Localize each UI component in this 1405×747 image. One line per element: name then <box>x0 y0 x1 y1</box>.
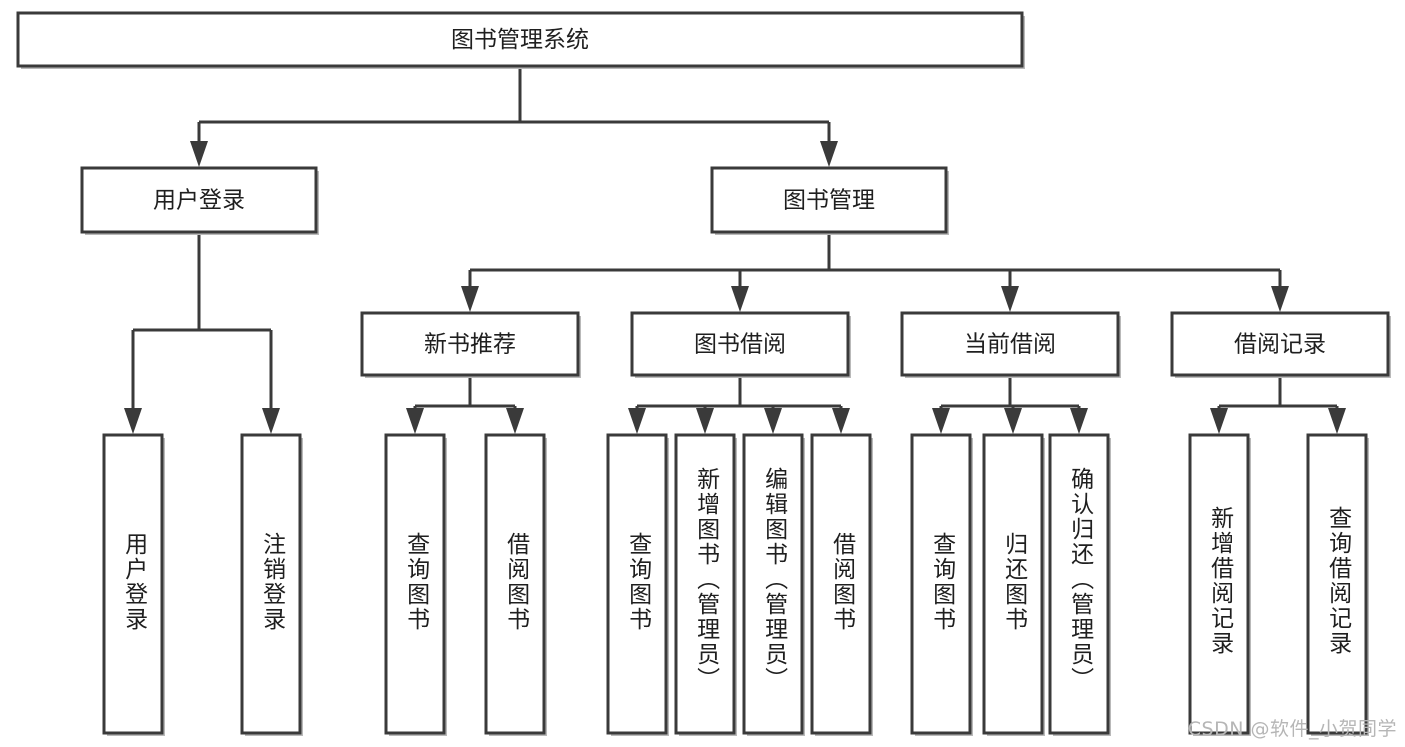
arrow-head <box>1328 408 1346 434</box>
arrow-head <box>124 408 142 434</box>
node-leaf-edit-book-admin[interactable] <box>742 433 805 736</box>
arrow-head <box>1210 408 1228 434</box>
node-label-book-manage: 图书管理 <box>783 188 875 214</box>
connector-layer <box>124 66 1346 434</box>
connector-user-login <box>124 232 280 434</box>
arrow-head <box>1001 286 1019 312</box>
node-leaf-confirm-return-admin[interactable] <box>1048 433 1111 736</box>
node-borrow-record[interactable]: 借阅记录 <box>1170 311 1391 378</box>
node-leaf-borrow-book[interactable] <box>810 433 873 736</box>
arrow-head <box>731 286 749 312</box>
node-leaf-query-book-borrow[interactable] <box>606 433 669 736</box>
arrow-head <box>1271 286 1289 312</box>
node-leaf-logout[interactable] <box>240 433 303 736</box>
node-leaf-query-book-rec[interactable] <box>384 433 447 736</box>
connector-new-book-recommend <box>406 375 524 434</box>
arrow-head <box>506 408 524 434</box>
node-leaf-add-book-admin[interactable] <box>674 433 737 736</box>
node-leaf-add-borrow-record[interactable] <box>1188 433 1251 736</box>
connector-borrow-record <box>1210 375 1346 434</box>
node-label-root: 图书管理系统 <box>451 27 589 53</box>
node-root[interactable]: 图书管理系统 <box>16 11 1025 69</box>
connector-current-borrow <box>932 375 1088 434</box>
watermark: CSDN @软件_小贺同学 <box>1187 718 1397 740</box>
node-leaf-return-book[interactable] <box>982 433 1045 736</box>
arrow-head <box>764 408 782 434</box>
node-label-user-login: 用户登录 <box>153 188 245 214</box>
node-leaf-borrow-book-rec[interactable] <box>484 433 547 736</box>
arrow-head <box>696 408 714 434</box>
connector-root <box>190 66 838 167</box>
arrow-head <box>1070 408 1088 434</box>
node-label-book-borrow: 图书借阅 <box>694 332 786 358</box>
node-label-new-book-recommend: 新书推荐 <box>424 332 516 358</box>
arrow-head <box>932 408 950 434</box>
node-current-borrow[interactable]: 当前借阅 <box>900 311 1121 378</box>
node-book-manage[interactable]: 图书管理 <box>710 166 949 235</box>
arrow-head <box>628 408 646 434</box>
arrow-head <box>262 408 280 434</box>
arrow-head <box>406 408 424 434</box>
node-leaf-query-borrow-record[interactable] <box>1306 433 1369 736</box>
arrow-head <box>190 141 208 167</box>
arrow-head <box>1004 408 1022 434</box>
node-new-book-recommend[interactable]: 新书推荐 <box>360 311 581 378</box>
node-leaf-query-book-cur[interactable] <box>910 433 973 736</box>
arrow-head <box>461 286 479 312</box>
arrow-head <box>832 408 850 434</box>
node-leaf-user-login[interactable] <box>102 433 165 736</box>
node-user-login[interactable]: 用户登录 <box>80 166 319 235</box>
connector-book-manage <box>461 232 1289 312</box>
node-book-borrow[interactable]: 图书借阅 <box>630 311 851 378</box>
node-label-borrow-record: 借阅记录 <box>1234 332 1326 358</box>
arrow-head <box>820 141 838 167</box>
node-label-current-borrow: 当前借阅 <box>964 332 1056 358</box>
connector-book-borrow <box>628 375 850 434</box>
